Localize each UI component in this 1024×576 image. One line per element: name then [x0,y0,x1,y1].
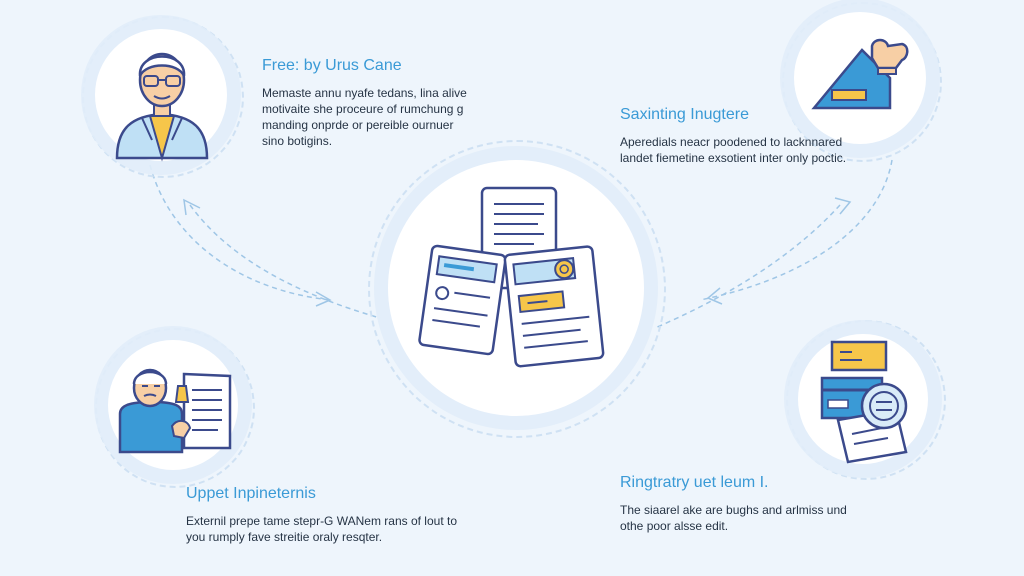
step-top-right: Saxinting Inugtere Aperedials neacr pood… [620,106,890,166]
cards-and-stamp-icon [820,340,908,464]
step-top-left: Free: by Urus Cane Memaste annu nyafe te… [262,57,512,149]
bottom-left-ring [95,328,255,488]
step-bottom-right: Ringtratry uet leum I. The siaarel ake a… [620,474,890,534]
man-with-document-icon [118,368,232,454]
step-description: Memaste annu nyafe tedans, lina alive mo… [262,86,467,148]
step-title: Ringtratry uet leum I. [620,474,769,491]
step-bottom-left: Uppet Inpineternis Externil prepe tame s… [186,485,486,545]
step-description: The siaarel ake are bughs and arlmiss un… [620,503,847,533]
step-title: Saxinting Inugtere [620,106,749,123]
bottom-right-ring [786,320,946,480]
step-title: Free: by Urus Cane [262,57,402,74]
hand-pen-icon [811,38,909,110]
step-description: Aperedials neacr poodened to lacknnared … [620,135,847,165]
documents-stack-icon [418,186,605,368]
top-left-ring [82,16,244,178]
top-right-ring [782,2,942,162]
center-ring [368,140,666,438]
step-title: Uppet Inpineternis [186,485,316,502]
step-description: Externil prepe tame stepr-G WANem rans o… [186,514,457,544]
elderly-man-icon [115,52,209,162]
